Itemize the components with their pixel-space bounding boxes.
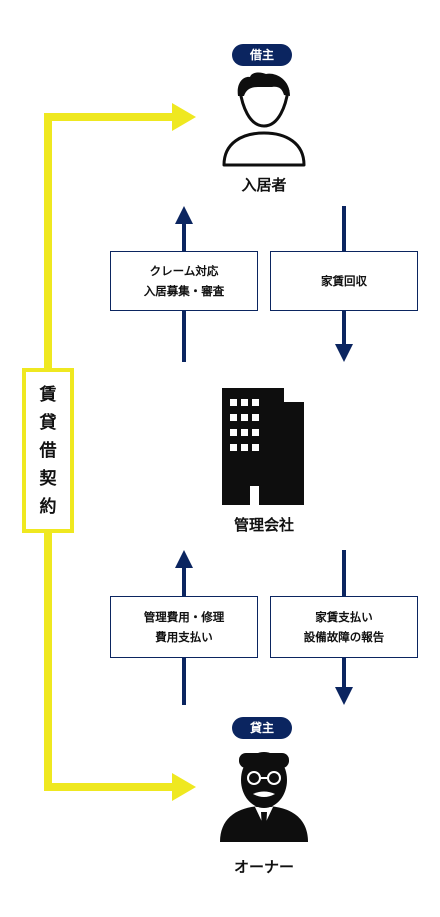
box-rent-collection: 家賃回収 — [270, 251, 418, 311]
owner-person-icon — [220, 752, 308, 842]
box-line: 費用支払い — [155, 630, 213, 644]
box-line: 設備故障の報告 — [303, 630, 385, 644]
box-management-fee-payment: 管理費用・修理 費用支払い — [110, 596, 258, 658]
contract-char: 約 — [39, 496, 57, 517]
owner-role-pill: 貸主 — [232, 717, 292, 739]
owner-label: オーナー — [233, 858, 294, 876]
box-line: 家賃支払い — [315, 610, 373, 624]
box-line: 家賃回収 — [321, 274, 367, 288]
company-label: 管理会社 — [233, 516, 294, 534]
contract-char: 契 — [39, 468, 57, 489]
box-line: 管理費用・修理 — [143, 610, 225, 624]
box-line: クレーム対応 — [149, 264, 219, 278]
tenant-label: 入居者 — [241, 176, 287, 194]
contract-arrowhead-owner — [172, 773, 196, 801]
box-rent-payment-report: 家賃支払い 設備故障の報告 — [270, 596, 418, 658]
contract-char: 貸 — [39, 412, 57, 433]
contract-arrowhead-tenant — [172, 103, 196, 131]
box-line: 入居募集・審査 — [143, 284, 225, 298]
tenant-person-icon — [222, 72, 306, 167]
contract-char: 借 — [39, 440, 57, 461]
box-complaint-recruitment: クレーム対応 入居募集・審査 — [110, 251, 258, 311]
building-icon — [222, 388, 304, 505]
tenant-role-pill: 借主 — [232, 44, 292, 66]
contract-char: 賃 — [39, 384, 57, 405]
lease-contract-box: 賃 貸 借 契 約 — [22, 368, 74, 533]
